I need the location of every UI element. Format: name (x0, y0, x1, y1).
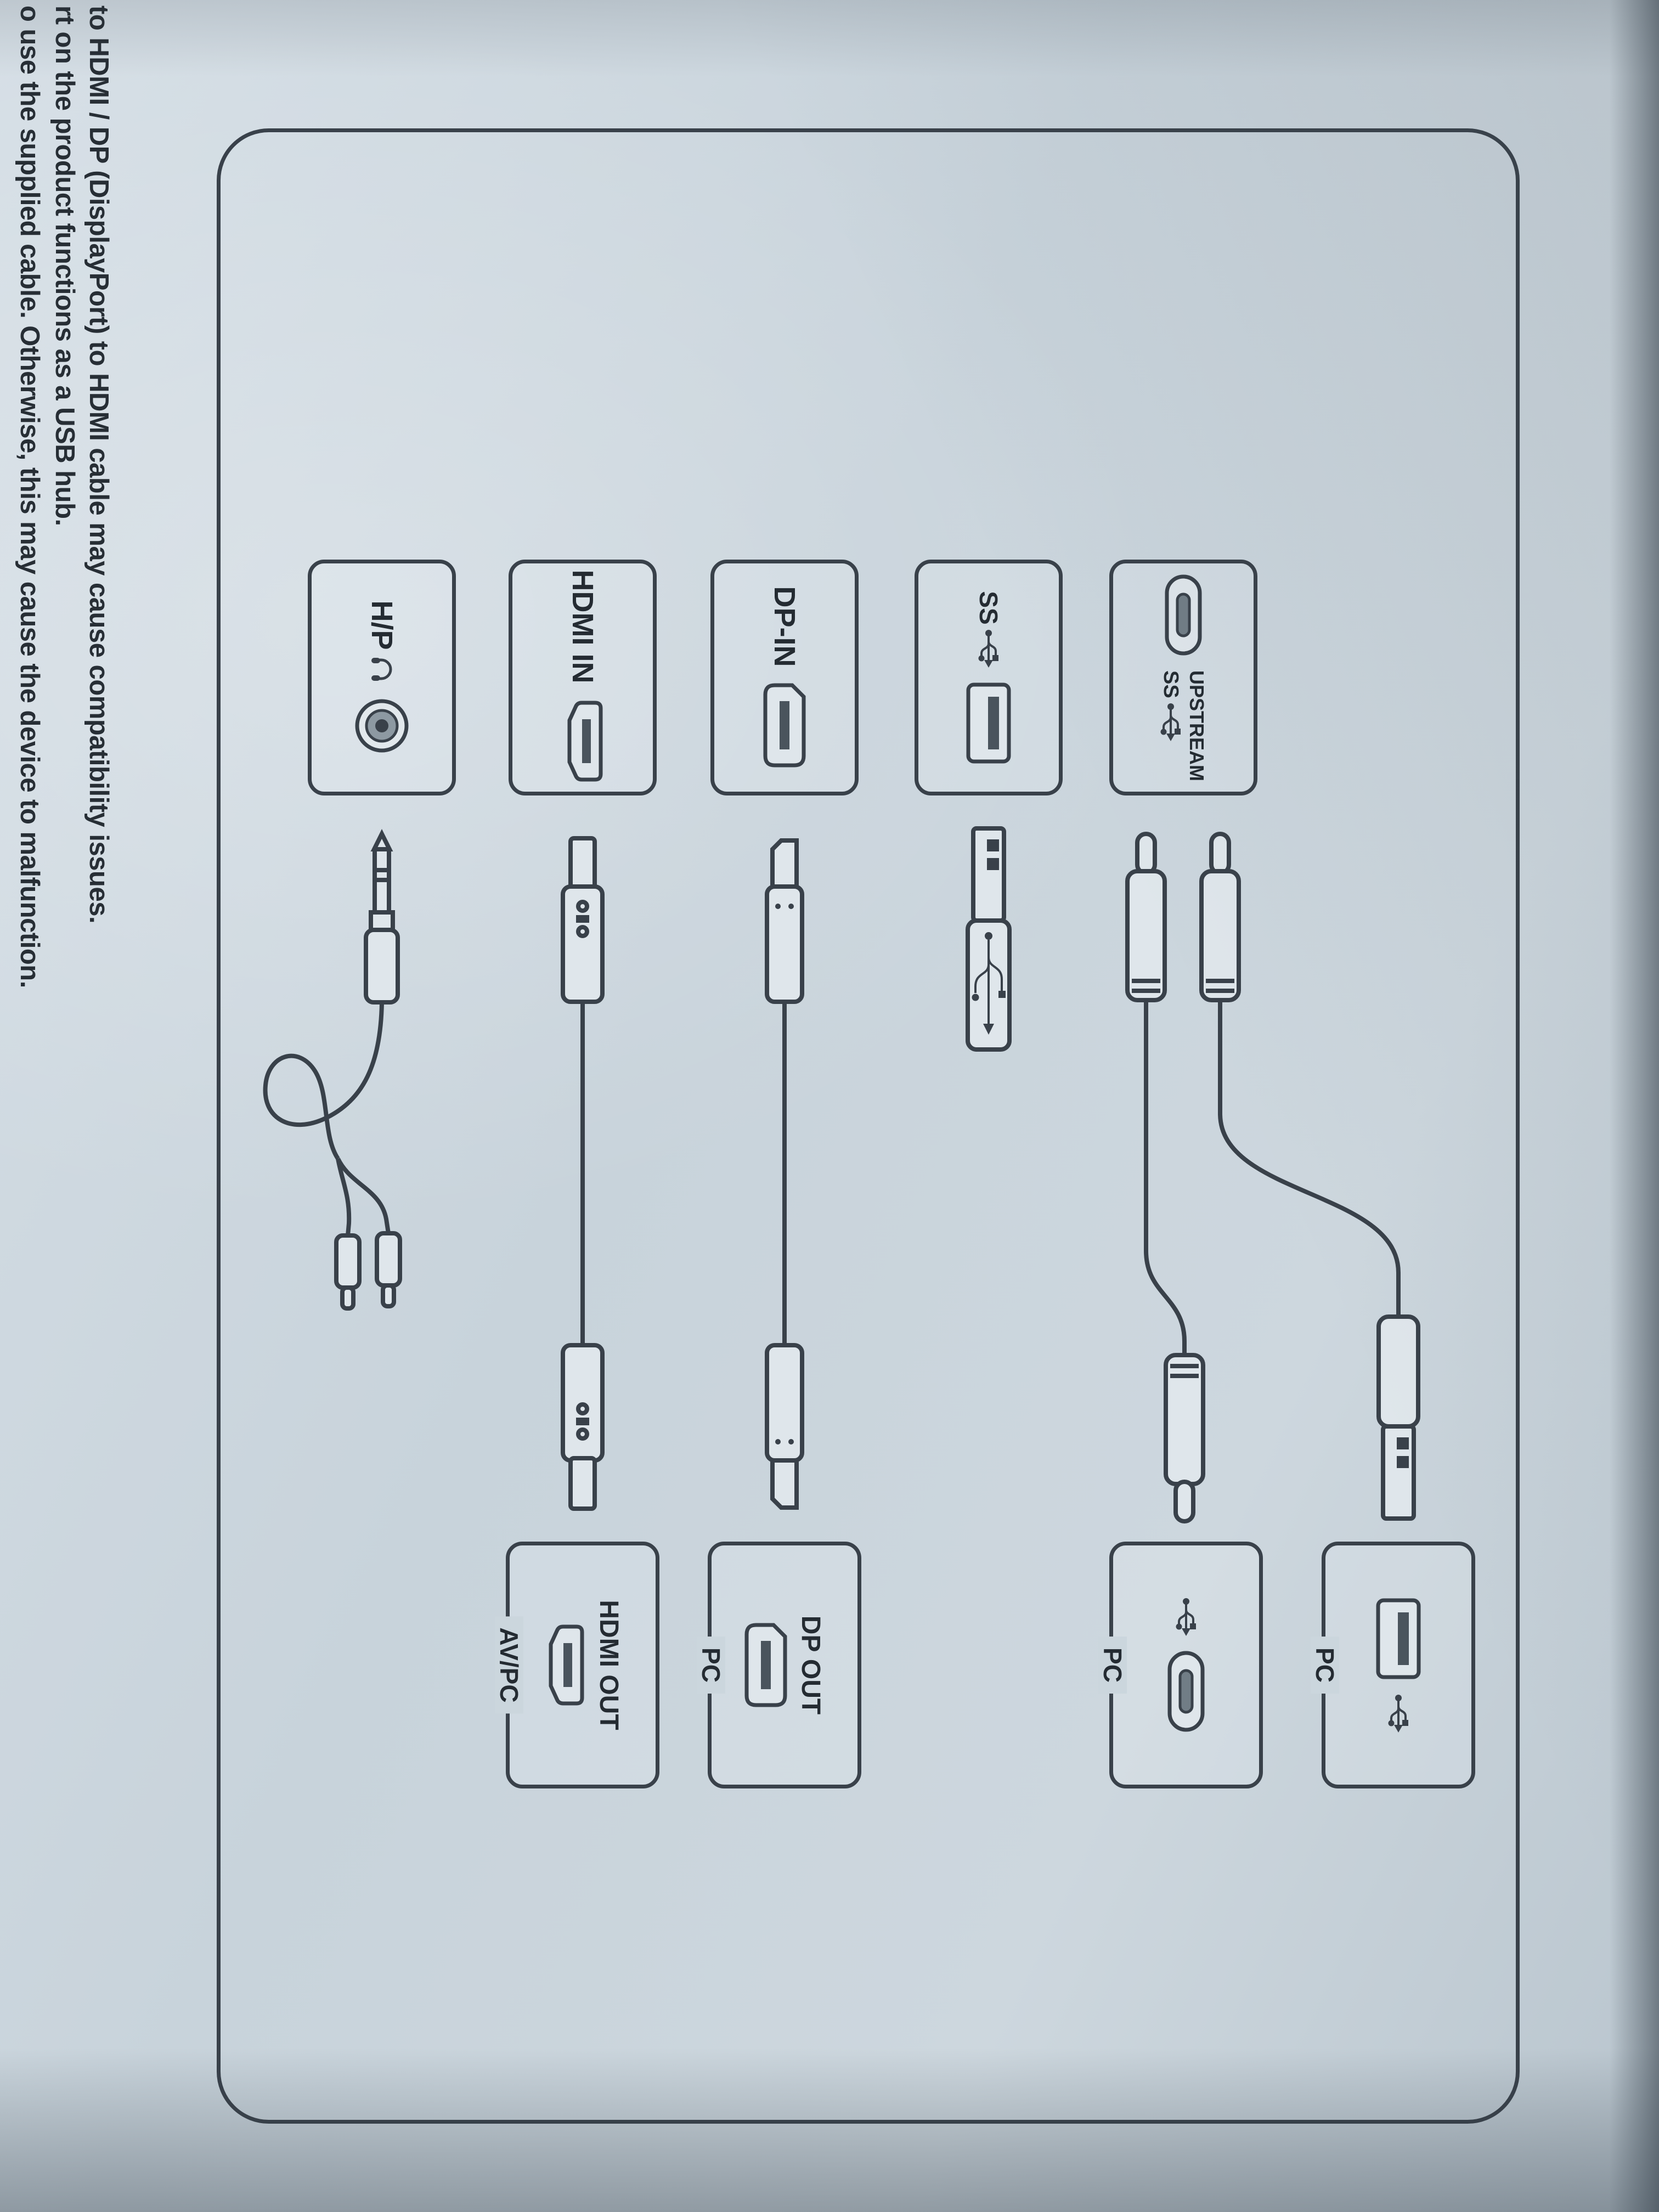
dest-box-pc-usb-c: PC (1098, 1542, 1263, 1788)
dest-box-dp-out: DP OUT PC (697, 1542, 861, 1788)
usb-trident-icon (1388, 1695, 1408, 1733)
note-line-1: to HDMI / DP (DisplayPort) to HDMI cable… (84, 5, 114, 924)
dp-out-label: DP OUT (796, 1615, 826, 1715)
headphone-label-group: H/P (365, 600, 399, 682)
upstream-label: UPSTREAM (1186, 670, 1208, 781)
ss-usb-logo: SS (974, 591, 1003, 668)
audio-jack-port-icon (356, 699, 409, 753)
port-box-dp-in: DP-IN (710, 560, 859, 795)
hdmi-port-icon (567, 701, 603, 782)
usb-a-port-icon (1376, 1598, 1421, 1679)
hdmi-port-icon (549, 1624, 584, 1706)
ss-usb-logo: SS (1159, 670, 1183, 741)
upstream-label-group: UPSTREAM SS (1159, 670, 1209, 781)
pc-caption: PC (1311, 1637, 1339, 1694)
av-pc-caption: AV/PC (495, 1616, 523, 1714)
dp-in-label: DP-IN (768, 586, 801, 667)
diagram-frame (217, 128, 1520, 2124)
hdmi-out-label: HDMI OUT (594, 1600, 624, 1730)
ss-label: SS (974, 591, 1003, 625)
hdmi-in-label: HDMI IN (566, 569, 599, 684)
port-box-hdmi-in: HDMI IN (509, 560, 657, 795)
usb-a-port-icon (966, 682, 1011, 764)
dest-box-hdmi-out: HDMI OUT AV/PC (495, 1542, 659, 1788)
usb-trident-icon (1160, 703, 1181, 741)
note-line-3: o use the supplied cable. Otherwise, thi… (15, 5, 44, 988)
displayport-port-icon (745, 1623, 787, 1707)
dest-box-pc-usb-a: PC (1311, 1542, 1475, 1788)
usb-trident-icon (978, 629, 998, 668)
port-box-upstream: UPSTREAM SS (1109, 560, 1257, 795)
port-box-usb-downstream: SS (915, 560, 1063, 795)
pc-caption: PC (1098, 1637, 1127, 1694)
note-line-2: rt on the product functions as a USB hub… (50, 5, 80, 526)
headphone-label: H/P (365, 600, 398, 650)
usb-trident-icon (1176, 1598, 1196, 1636)
pc-caption: PC (697, 1637, 725, 1694)
headphone-icon (371, 657, 392, 681)
usb-c-port-icon (1167, 1651, 1205, 1732)
displayport-port-icon (763, 683, 806, 767)
ss-label: SS (1159, 670, 1183, 698)
port-box-headphone: H/P (308, 560, 456, 795)
usb-c-port-icon (1165, 574, 1202, 656)
